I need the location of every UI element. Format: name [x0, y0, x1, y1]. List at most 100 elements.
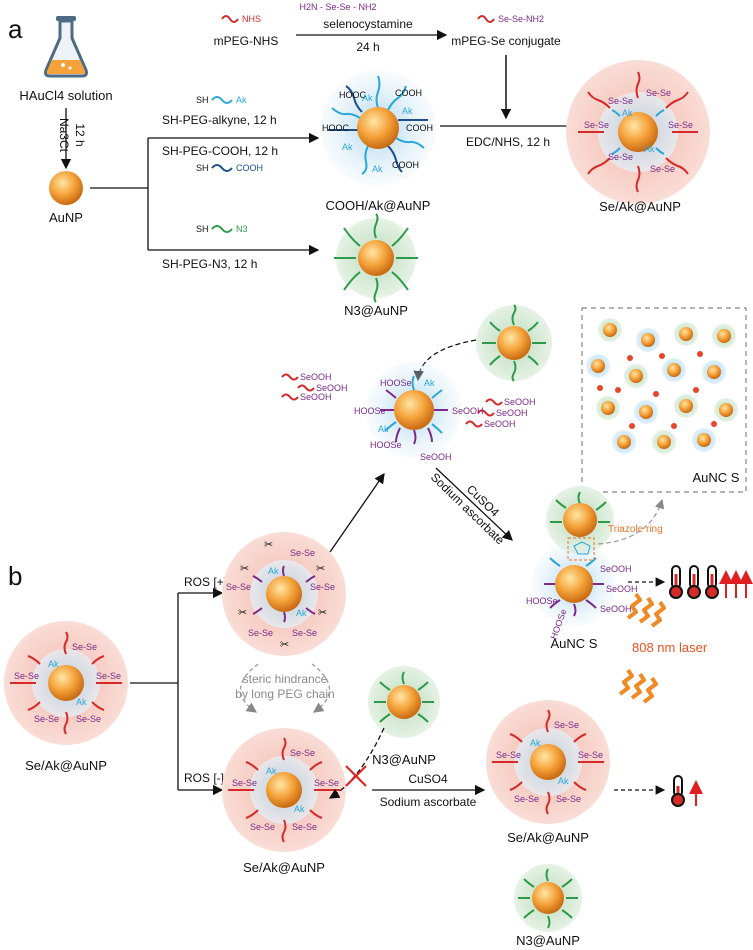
hoose-2: HOOSe — [354, 406, 386, 416]
sese-left-2: Se-Se — [14, 671, 39, 681]
seooh-free-2: SeOOH — [316, 383, 348, 393]
se-ak-right-label: Se/Ak@AuNP — [507, 830, 589, 845]
aunc-s-box-label: AuNC S — [693, 470, 740, 485]
edc-label: EDC/NHS, 12 h — [466, 135, 550, 149]
seooh-free-1: SeOOH — [300, 372, 332, 382]
seooh-pair-3: SeOOH — [600, 604, 632, 614]
cooh-label-2: COOH — [406, 123, 433, 133]
se-ak-left-label: Se/Ak@AuNP — [25, 758, 107, 773]
sese-minus-1: Se-Se — [290, 748, 315, 758]
steric-label-2: by long PEG chain — [235, 687, 334, 701]
hoose-3: HOOSe — [370, 440, 402, 450]
se-ak-aunp-top: Se-Se Se-Se Se-Se Se-Se Se-Se Se-Se Ak A… — [566, 60, 710, 204]
ros-minus-label: ROS [-] — [184, 771, 224, 785]
sese-right-2: Se-Se — [496, 750, 521, 760]
sese-plus-3: Se-Se — [310, 582, 335, 592]
ak-label-3: Ak — [342, 142, 353, 152]
ak-left-2: Ak — [76, 697, 87, 707]
sh-label-1: SH — [196, 95, 209, 105]
peg-n3-label: SH-PEG-N3, 12 h — [162, 257, 257, 271]
ak-ox-1: Ak — [424, 378, 435, 388]
hoose-1: HOOSe — [380, 378, 412, 388]
aunc-network-box — [581, 307, 747, 493]
cooh-label-3: COOH — [392, 160, 419, 170]
se-ak-aunp-left: Se-Se Se-Se Se-Se Se-Se Se-Se Ak Ak — [4, 621, 128, 745]
conjugate-label: mPEG-Se conjugate — [451, 34, 561, 48]
n3-aunp-middle — [368, 666, 440, 738]
hooc-label-2: HOOC — [322, 123, 350, 133]
se-ak-aunp-ros-plus: Se-Se Se-Se Se-Se Se-Se Se-Se Ak Ak — [222, 532, 346, 656]
sese-plus-1: Se-Se — [290, 548, 315, 558]
panel-label-a: a — [8, 14, 23, 44]
arrow-blocked — [328, 727, 385, 799]
n3-aunp-label: N3@AuNP — [344, 303, 408, 318]
sese-plus-5: Se-Se — [292, 628, 317, 638]
cooh-label-1: COOH — [395, 88, 422, 98]
free-seooh-right — [465, 398, 503, 428]
scissors-icon-3: ✂ — [316, 562, 325, 575]
n3-aunp-bottom-label: N3@AuNP — [516, 933, 580, 948]
scissors-icon-2: ✂ — [240, 562, 249, 575]
ak-right-2: Ak — [558, 776, 569, 786]
seooh-free-5: SeOOH — [496, 408, 528, 418]
mpeg-nhs-label: mPEG-NHS — [214, 34, 279, 48]
time-24h-label: 24 h — [356, 40, 379, 54]
sese-right-5: Se-Se — [556, 794, 581, 804]
sese-plus-4: Se-Se — [248, 628, 273, 638]
ak-plus-2: Ak — [296, 608, 307, 618]
sese-label-6: Se-Se — [608, 152, 633, 162]
sese-label-4: Se-Se — [608, 96, 633, 106]
hooc-label-1: HOOC — [339, 90, 367, 100]
n3-aunp-bottom — [514, 864, 582, 932]
laser-waves-icon-1 — [626, 592, 666, 628]
nhs-tag: NHS — [242, 14, 261, 24]
peg-cooh-label: SH-PEG-COOH, 12 h — [162, 144, 278, 158]
seooh-free-3: SeOOH — [300, 392, 332, 402]
seooh-bound-1: SeOOH — [452, 406, 484, 416]
oxidized-aunp: HOOSe HOOSe SeOOH HOOSe SeOOH Ak Ak — [354, 362, 484, 462]
sese-label-2: Se-Se — [584, 120, 609, 130]
seooh-pair-1: SeOOH — [600, 564, 632, 574]
scissors-icon-5: ✂ — [318, 606, 327, 619]
sh-label-3: SH — [196, 224, 209, 234]
cuso4-b-label: CuSO4 — [408, 772, 448, 786]
step-time-label: 12 h — [73, 123, 87, 146]
ros-plus-label: ROS [+] — [184, 575, 227, 589]
se-ak-aunp-ros-minus: Se-Se Se-Se Se-Se Se-Se Se-Se Ak Ak — [222, 728, 346, 852]
se-ak-aunp-right: Se-Se Se-Se Se-Se Se-Se Se-Se Ak Ak — [486, 700, 610, 824]
n3-tag: N3 — [236, 224, 248, 234]
steric-label-1: steric hindrance — [243, 672, 328, 686]
cooh-tag: COOH — [236, 163, 263, 173]
cooh-ak-label: COOH/Ak@AuNP — [326, 198, 431, 213]
conjugate-icon — [477, 15, 495, 23]
ak-left-1: Ak — [48, 659, 59, 669]
ak-plus-1: Ak — [268, 566, 279, 576]
cooh-peg-icon — [211, 164, 233, 172]
sese-left-3: Se-Se — [96, 671, 121, 681]
sese-left-4: Se-Se — [34, 714, 59, 724]
flask-icon — [44, 16, 88, 78]
alkyne-label: SH-PEG-alkyne, 12 h — [162, 113, 277, 127]
scissors-icon-1: ✂ — [264, 538, 273, 551]
scissors-icon-6: ✂ — [280, 638, 289, 651]
sese-label-1: Se-Se — [646, 88, 671, 98]
seooh-bound-2: SeOOH — [420, 452, 452, 462]
thermometer-icon-1 — [669, 565, 683, 599]
hoose-pair-1: HOOSe — [526, 596, 558, 606]
ak-right-1: Ak — [530, 738, 541, 748]
scissors-icons: ✂ ✂ ✂ ✂ ✂ ✂ — [238, 538, 327, 651]
cooh-ak-aunp: HOOC HOOC COOH COOH COOH Ak Ak Ak Ak — [320, 70, 436, 186]
thermometer-icon-2 — [687, 565, 701, 599]
sh-label-2: SH — [196, 163, 209, 173]
sese-minus-5: Se-Se — [292, 822, 317, 832]
ak-se-1: Ak — [622, 108, 633, 118]
scissors-icon-4: ✂ — [238, 606, 247, 619]
arrow-ros-plus-to-oxidized — [329, 472, 385, 553]
aunp-particle — [49, 171, 83, 205]
seooh-free-4: SeOOH — [504, 397, 536, 407]
sese-right-3: Se-Se — [578, 750, 603, 760]
aunp-label: AuNP — [49, 210, 83, 225]
seooh-free-6: SeOOH — [484, 419, 516, 429]
ak-label-1: Ak — [362, 93, 373, 103]
